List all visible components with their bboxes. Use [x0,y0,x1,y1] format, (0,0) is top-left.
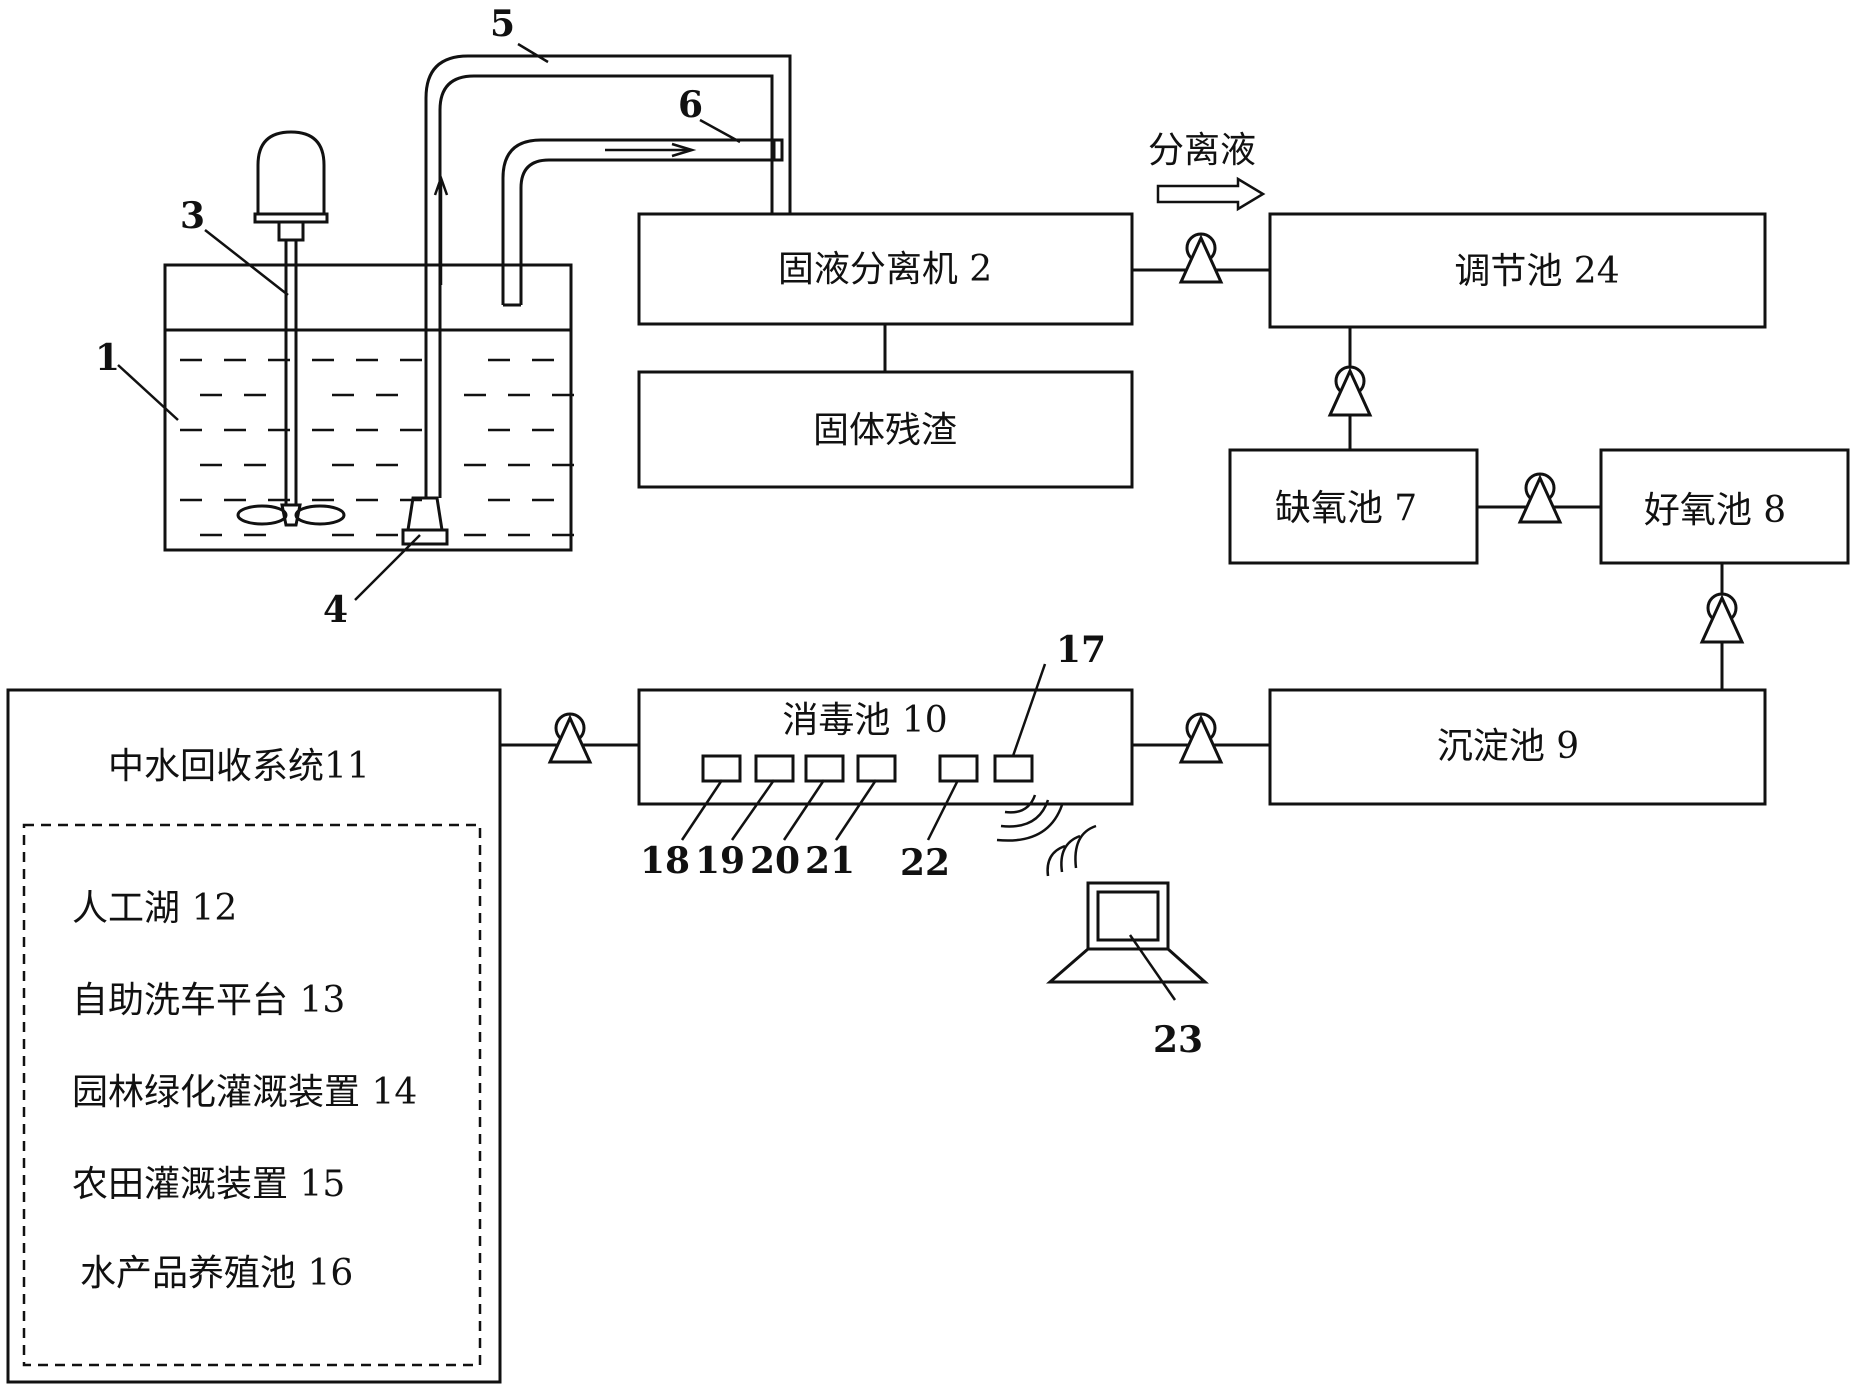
callout-22: 22 [900,842,950,884]
agitator-3 [236,130,346,527]
callout-17: 17 [1056,629,1106,671]
separator-label: 固液分离机 2 [778,249,992,290]
regulating-tank-box: 调节池 24 [1268,212,1767,329]
sensor-20 [804,754,845,783]
pump-icon [1699,592,1745,644]
reclaimed-water-system-box: 中水回收系统11 人工湖 12 自助洗车平台 13 园林绿化灌溉装置 14 农田… [6,688,502,1384]
list-item: 自助洗车平台 13 [72,980,345,1021]
solid-residue-box: 固体残渣 [637,370,1134,489]
anoxic-tank-box: 缺氧池 7 [1228,448,1479,565]
list-item: 人工湖 12 [72,888,237,929]
aerobic-tank-label: 好氧池 8 [1644,490,1786,531]
callout-lines-left [117,42,741,601]
pump-icon [1178,712,1224,764]
pump-icon [1327,365,1373,417]
callout-4: 4 [323,589,348,631]
pump-icon [1517,472,1563,524]
sedimentation-tank-label: 沉淀池 9 [1437,726,1579,767]
sensor-17 [993,754,1034,783]
callout-18: 18 [640,840,690,882]
callout-6: 6 [678,84,703,126]
reclaimed-system-title: 中水回收系统11 [108,746,370,787]
list-item: 农田灌溉装置 15 [72,1164,345,1205]
list-item: 水产品养殖池 16 [80,1253,353,1294]
callout-19: 19 [695,840,745,882]
aerobic-tank-box: 好氧池 8 [1599,448,1850,565]
anoxic-tank-label: 缺氧池 7 [1275,488,1417,529]
sensor-21 [856,754,897,783]
pipe-6 [501,138,784,307]
sensor-callout-lines [680,663,1047,841]
pump-icon [547,712,593,764]
regulating-tank-label: 调节池 24 [1454,251,1619,292]
sedimentation-tank-box: 沉淀池 9 [1268,688,1767,806]
callout-3: 3 [180,195,205,237]
callout-1: 1 [95,337,120,379]
sensor-18 [701,754,742,783]
pump-4 [401,496,449,546]
callout-5: 5 [490,3,515,45]
wireless-signal-icon [996,794,1097,877]
callout-20: 20 [750,840,800,882]
callout-21: 21 [805,840,855,882]
separated-liquid-label: 分离液 [1148,130,1256,171]
callout-23: 23 [1153,1019,1203,1061]
computer-23-icon [1045,881,1209,1001]
disinfection-tank-label: 消毒池 10 [782,700,947,741]
list-item: 园林绿化灌溉装置 14 [72,1072,417,1113]
disinfection-tank-box: 消毒池 10 [637,688,1134,806]
pipe-5 [424,54,792,498]
sensor-22 [938,754,979,783]
solid-residue-label: 固体残渣 [813,410,957,451]
separated-liquid-arrow [1156,176,1266,212]
separator-box: 固液分离机 2 [637,212,1134,326]
sensor-19 [754,754,795,783]
liquid-dashes [180,358,574,537]
tank-1 [163,263,574,552]
pump-icon [1178,232,1224,284]
